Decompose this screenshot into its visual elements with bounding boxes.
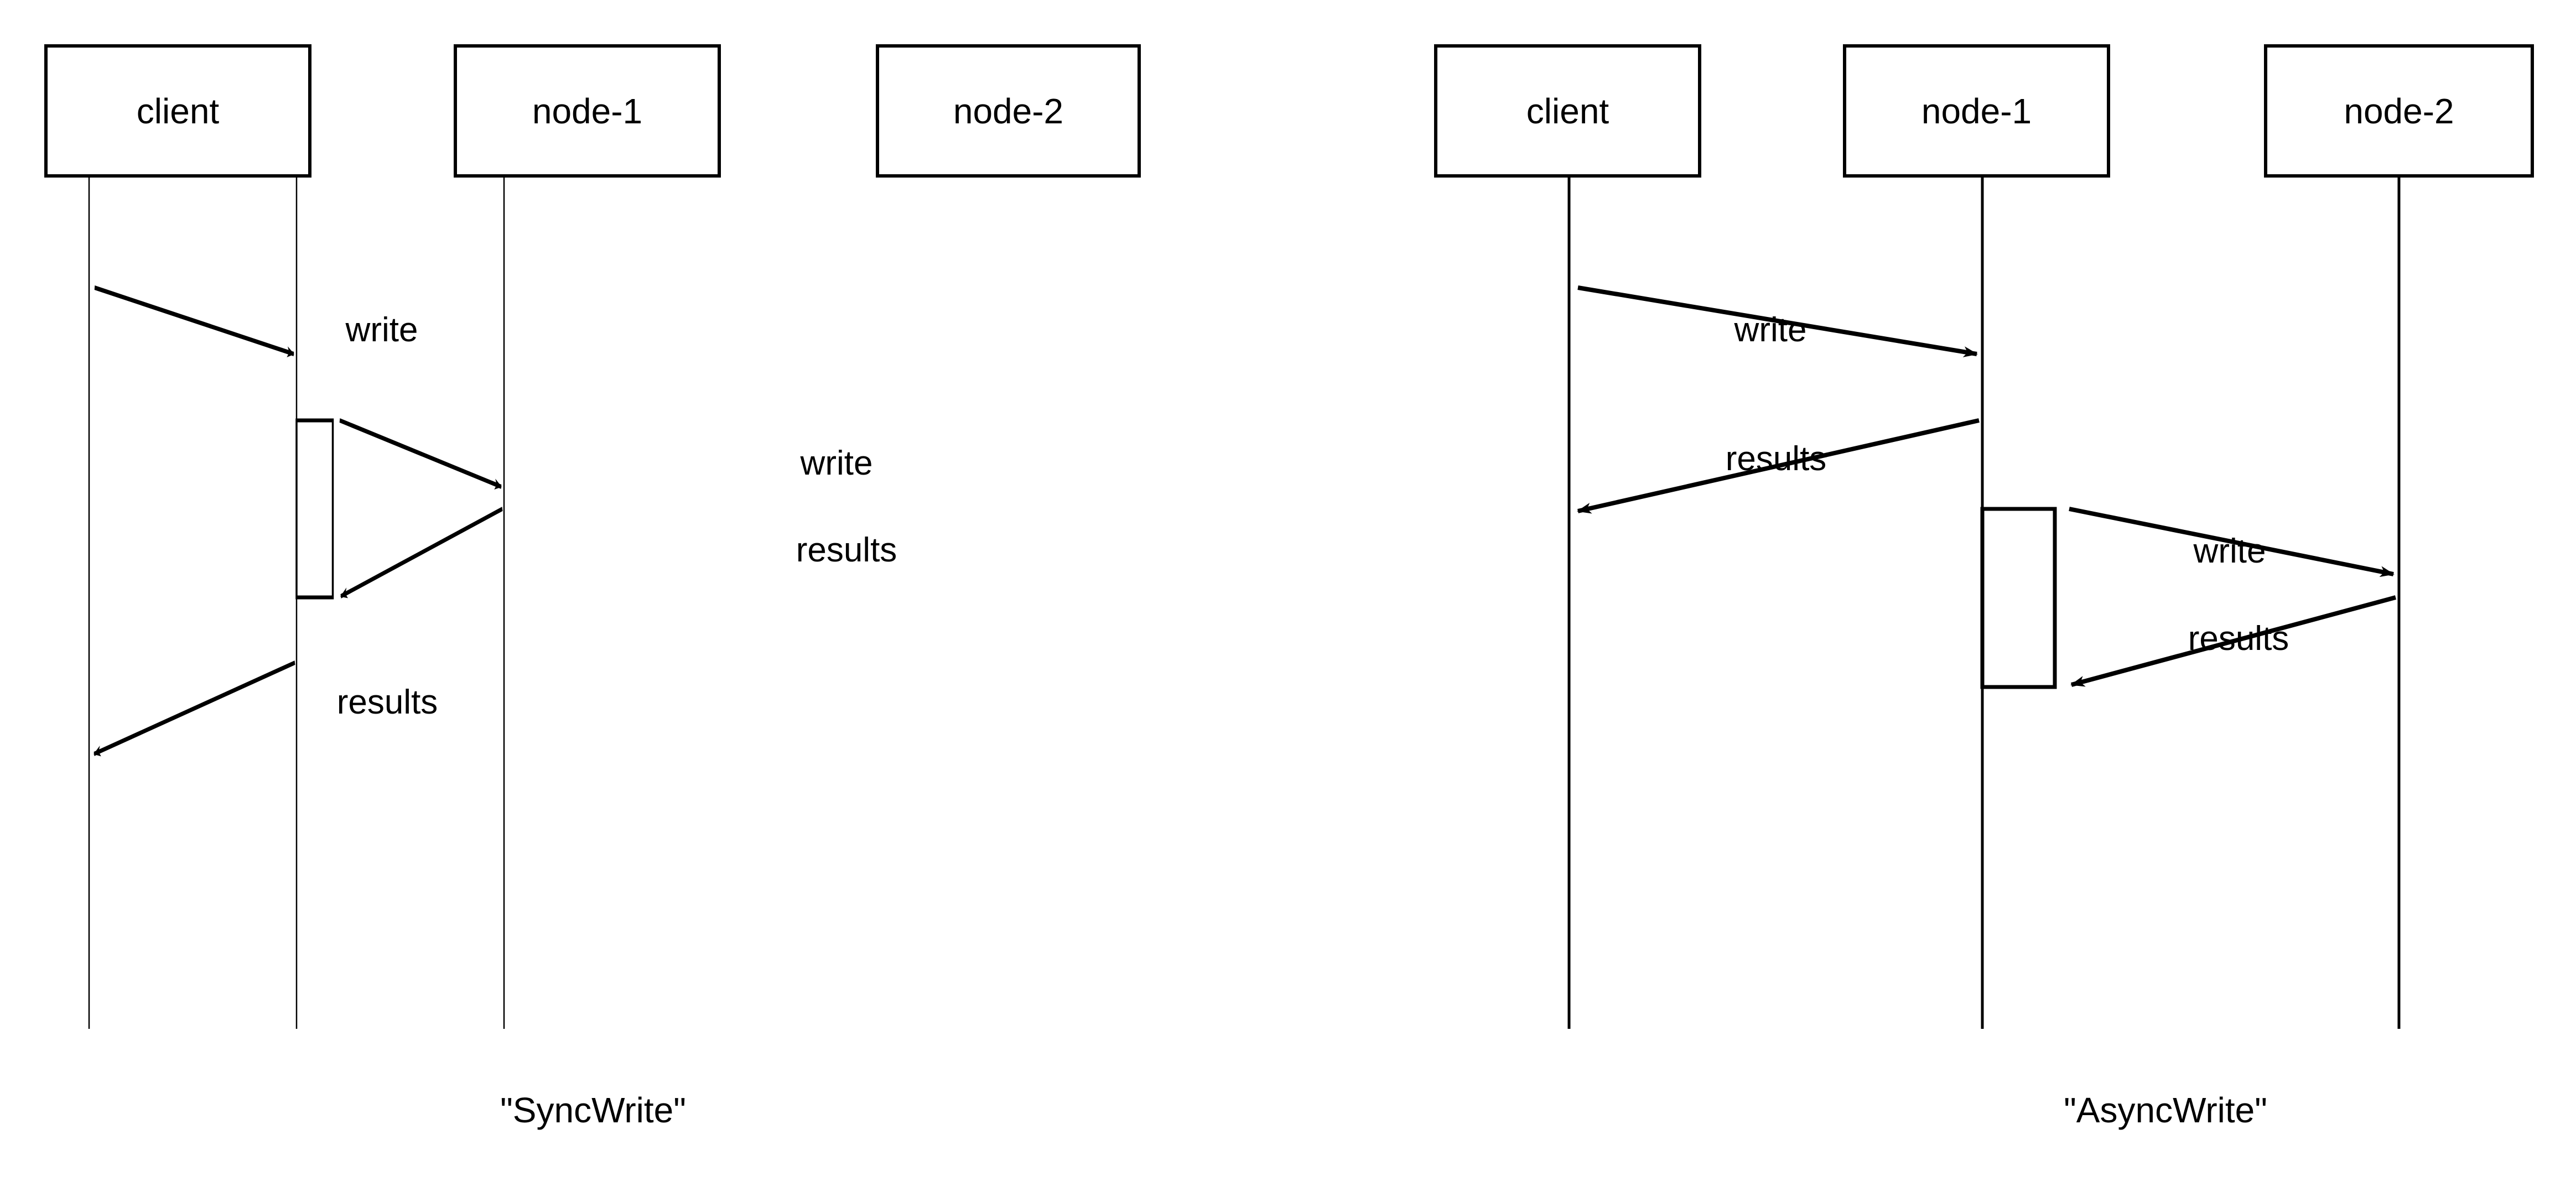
sequence-diagram-sync-write: client node-1 node-2 write write results… — [44, 44, 1141, 1130]
diagram-caption-sync-write: "SyncWrite" — [500, 1090, 686, 1130]
participant-box-node-1[interactable]: node-1 — [454, 44, 721, 178]
async-write-vector-layer — [1567, 178, 2401, 1029]
participant-box-client[interactable]: client — [1434, 44, 1701, 178]
participant-box-node-2[interactable]: node-2 — [876, 44, 1141, 178]
participant-label-node-1: node-1 — [1921, 91, 2032, 131]
message-label-write-node1-node2: write — [800, 444, 873, 482]
activation-bar-node-1 — [295, 418, 334, 600]
participant-box-node-1[interactable]: node-1 — [1843, 44, 2110, 178]
participant-box-node-2[interactable]: node-2 — [2264, 44, 2534, 178]
message-arrow-write-node1-node2 — [339, 418, 502, 490]
sequence-diagram-async-write: client node-1 node-2 write results write… — [1288, 0, 2576, 1197]
participant-label-node-2: node-2 — [2344, 91, 2454, 131]
message-label-results-node2-node1: results — [796, 531, 897, 569]
participant-label-node-2: node-2 — [953, 91, 1064, 131]
message-label-write-client-node1: write — [345, 311, 418, 349]
participant-label-client: client — [1526, 91, 1609, 131]
diagram-caption-async-write: "AsyncWrite" — [2064, 1090, 2267, 1130]
participant-label-node-1: node-1 — [532, 91, 643, 131]
participant-box-client[interactable]: client — [44, 44, 311, 178]
message-arrow-results-node1-client — [1577, 418, 1980, 514]
sync-write-vector-layer — [88, 178, 505, 1029]
message-arrow-write-client-node1 — [94, 285, 294, 357]
message-label-results-node2-node1: results — [2188, 620, 2289, 658]
activation-bar-node-1 — [1980, 507, 2057, 689]
message-arrow-results-node1-client — [94, 660, 295, 757]
message-arrow-results-node2-node1 — [340, 507, 503, 598]
message-arrow-results-node2-node1 — [2070, 595, 2397, 687]
message-arrow-write-node1-node2 — [2069, 507, 2395, 577]
message-arrow-write-client-node1 — [1577, 285, 1978, 357]
message-label-results-node1-client: results — [1725, 440, 1827, 478]
message-label-results-node1-client: results — [336, 683, 438, 721]
participant-label-client: client — [136, 91, 220, 131]
message-label-write-node1-node2: write — [2193, 532, 2266, 570]
message-label-write-client-node1: write — [1734, 311, 1807, 349]
